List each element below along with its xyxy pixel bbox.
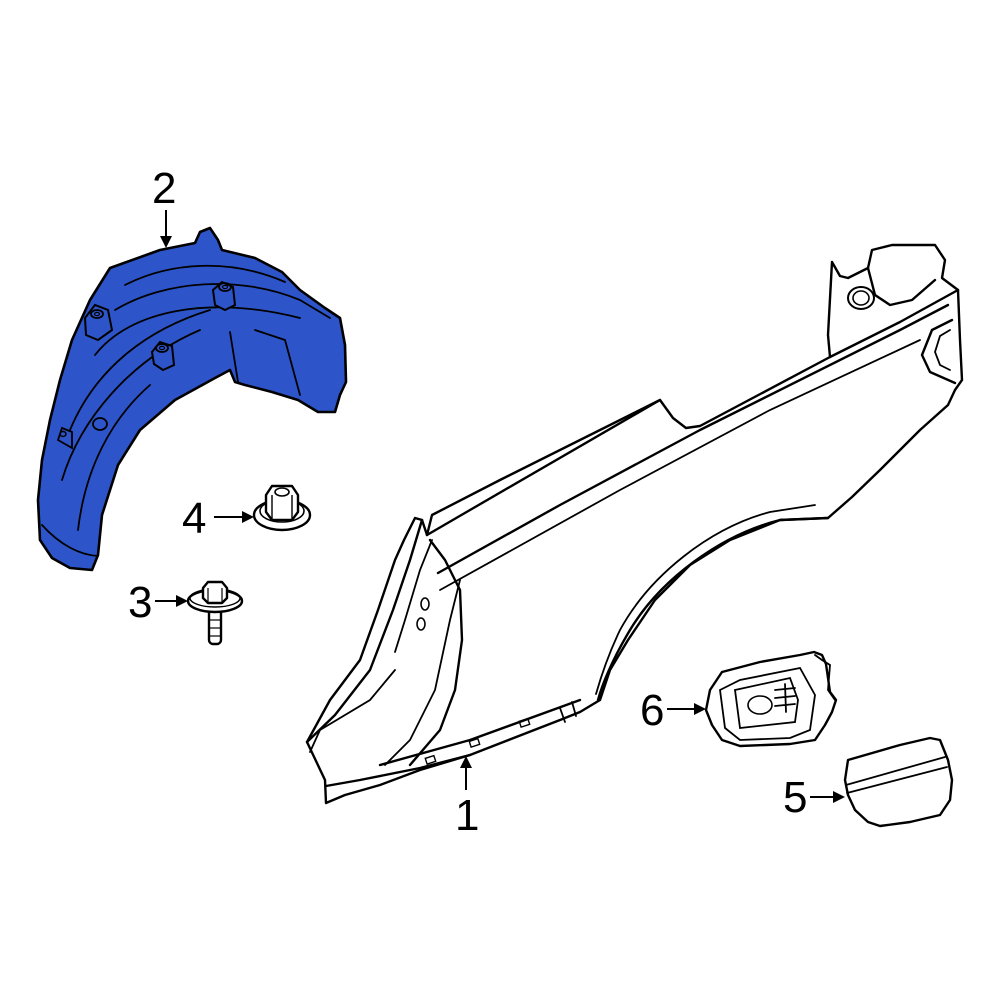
fuel-door-outline bbox=[843, 736, 954, 828]
liner-boss-3 bbox=[150, 340, 176, 372]
callout-6-number: 6 bbox=[640, 686, 664, 735]
callout-2[interactable]: 2 bbox=[152, 164, 176, 248]
liner-ridge-6 bbox=[77, 384, 151, 531]
liner-boss-2 bbox=[211, 280, 237, 312]
panel-rocker-tab bbox=[559, 701, 577, 723]
callout-3-arrowhead-icon bbox=[176, 595, 188, 607]
callout-1-number: 1 bbox=[455, 791, 479, 840]
panel-jamb-line-3 bbox=[384, 579, 461, 766]
liner-body bbox=[36, 226, 348, 572]
panel-jamb-line-1 bbox=[394, 539, 433, 653]
liner-ridge-5 bbox=[61, 329, 201, 481]
liner-ridge-7 bbox=[254, 329, 301, 396]
quarter-panel-outline bbox=[305, 243, 964, 805]
fuel-housing-inner-1 bbox=[719, 666, 816, 741]
panel-gutter bbox=[866, 266, 937, 307]
quarter-panel-part[interactable] bbox=[305, 243, 964, 805]
callout-4-arrowhead-icon bbox=[242, 511, 254, 523]
callout-3-number: 3 bbox=[128, 578, 152, 627]
liner-ridge-4 bbox=[69, 309, 211, 431]
liner-ridge-1 bbox=[124, 264, 286, 286]
panel-wheel-arch bbox=[596, 516, 830, 702]
fuel-housing-grille bbox=[774, 683, 796, 713]
callout-1-arrowhead-icon bbox=[460, 756, 472, 768]
panel-jamb-line-2 bbox=[309, 669, 396, 753]
panel-vent-inner bbox=[934, 329, 951, 371]
callout-4-number: 4 bbox=[182, 494, 206, 543]
callout-5-arrowhead-icon bbox=[833, 791, 845, 803]
callout-2-arrowhead-icon bbox=[160, 236, 172, 248]
liner-ridge-2 bbox=[114, 283, 331, 319]
panel-rocker-top bbox=[378, 698, 582, 767]
callout-5[interactable]: 5 bbox=[783, 773, 845, 822]
panel-vent bbox=[920, 318, 957, 385]
panel-rocker-bottom bbox=[324, 753, 472, 788]
callout-3[interactable]: 3 bbox=[128, 578, 188, 627]
fuel-door-line-2 bbox=[846, 766, 948, 794]
panel-jamb-rear bbox=[408, 538, 464, 767]
panel-wheel-arch-inner bbox=[595, 504, 816, 695]
liner-boss-4 bbox=[56, 417, 108, 450]
wheel-well-liner-part[interactable] bbox=[36, 226, 348, 572]
fuel-housing-clip bbox=[814, 654, 836, 701]
fuel-housing-part[interactable] bbox=[704, 650, 838, 748]
liner-boss-1 bbox=[83, 303, 114, 342]
callout-5-number: 5 bbox=[783, 773, 807, 822]
callout-6-arrowhead-icon bbox=[694, 703, 706, 715]
panel-upper-edge bbox=[828, 288, 960, 359]
fuel-housing-inner-2 bbox=[733, 676, 799, 729]
fuel-door-part[interactable] bbox=[843, 736, 954, 828]
nut-part[interactable] bbox=[252, 484, 312, 532]
callout-2-number: 2 bbox=[152, 164, 176, 213]
panel-shoulder-2 bbox=[439, 339, 921, 591]
panel-jamb-front bbox=[305, 518, 424, 744]
liner-ridge-9 bbox=[41, 524, 99, 557]
fuel-housing-outline bbox=[704, 650, 838, 748]
fuel-door-line-1 bbox=[845, 756, 946, 786]
callout-6[interactable]: 6 bbox=[640, 686, 706, 735]
bolt-part[interactable] bbox=[186, 580, 244, 646]
panel-shoulder-1 bbox=[436, 303, 950, 575]
callout-1[interactable]: 1 bbox=[455, 756, 479, 840]
callout-4[interactable]: 4 bbox=[182, 494, 254, 543]
liner-ridge-8 bbox=[229, 331, 239, 383]
panel-beltline bbox=[425, 398, 662, 537]
liner-ridge-3 bbox=[94, 306, 301, 356]
